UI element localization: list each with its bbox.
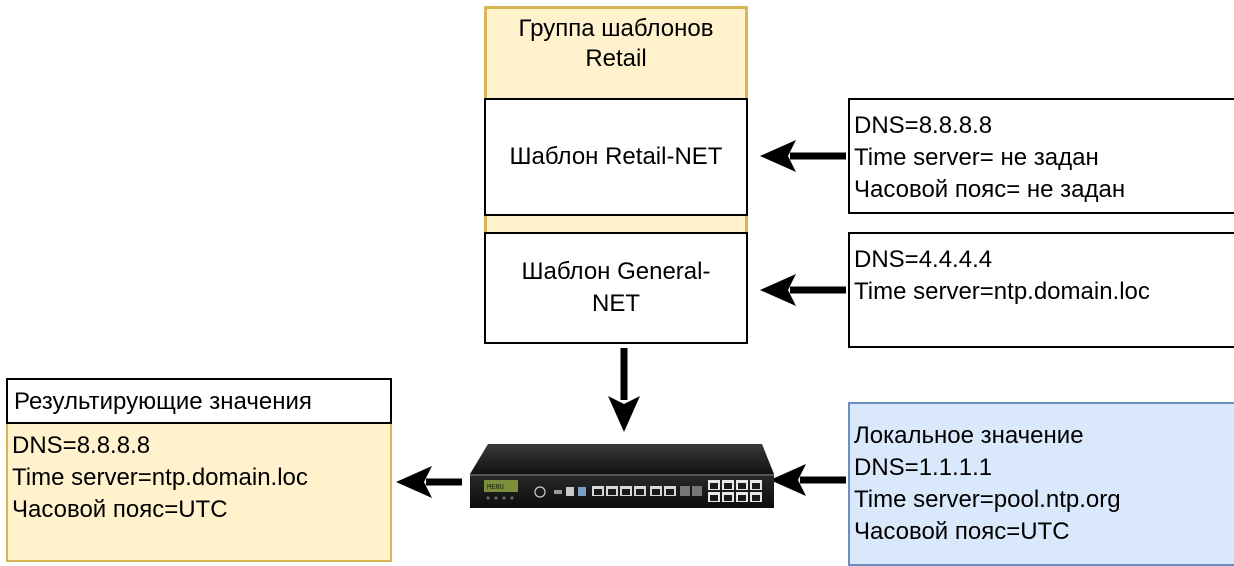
template-retail-net-label: Шаблон Retail-NET: [509, 143, 723, 170]
arrow-device-to-result: [396, 466, 462, 498]
arrow-template-to-device: [608, 348, 640, 432]
arrow-retail-params-to-template: [760, 140, 846, 172]
local-values-text: Локальное значение DNS=1.1.1.1 Time serv…: [854, 422, 1121, 545]
arrow-local-to-device: [770, 464, 846, 496]
local-values-box: Локальное значение DNS=1.1.1.1 Time serv…: [848, 402, 1234, 566]
result-values-text: DNS=8.8.8.8 Time server=ntp.domain.loc Ч…: [12, 432, 308, 523]
template-general-net-label: Шаблон General- NET: [521, 258, 711, 317]
result-header-box: Результирующие значения: [6, 378, 392, 424]
result-header-label: Результирующие значения: [14, 388, 312, 415]
general-net-params-box: DNS=4.4.4.4 Time server=ntp.domain.loc: [848, 232, 1234, 348]
network-appliance-icon: MENU: [470, 444, 774, 508]
template-retail-net[interactable]: Шаблон Retail-NET: [484, 98, 748, 216]
general-net-params-text: DNS=4.4.4.4 Time server=ntp.domain.loc: [854, 246, 1150, 305]
retail-net-params-box: DNS=8.8.8.8 Time server= не задан Часово…: [848, 98, 1234, 214]
device-lcd-text: MENU: [487, 483, 504, 491]
template-general-net[interactable]: Шаблон General- NET: [484, 232, 748, 344]
arrow-general-params-to-template: [760, 274, 846, 306]
result-values-box: DNS=8.8.8.8 Time server=ntp.domain.loc Ч…: [6, 424, 392, 562]
retail-net-params-text: DNS=8.8.8.8 Time server= не задан Часово…: [854, 112, 1126, 203]
template-group-title: Группа шаблонов Retail: [518, 15, 714, 72]
